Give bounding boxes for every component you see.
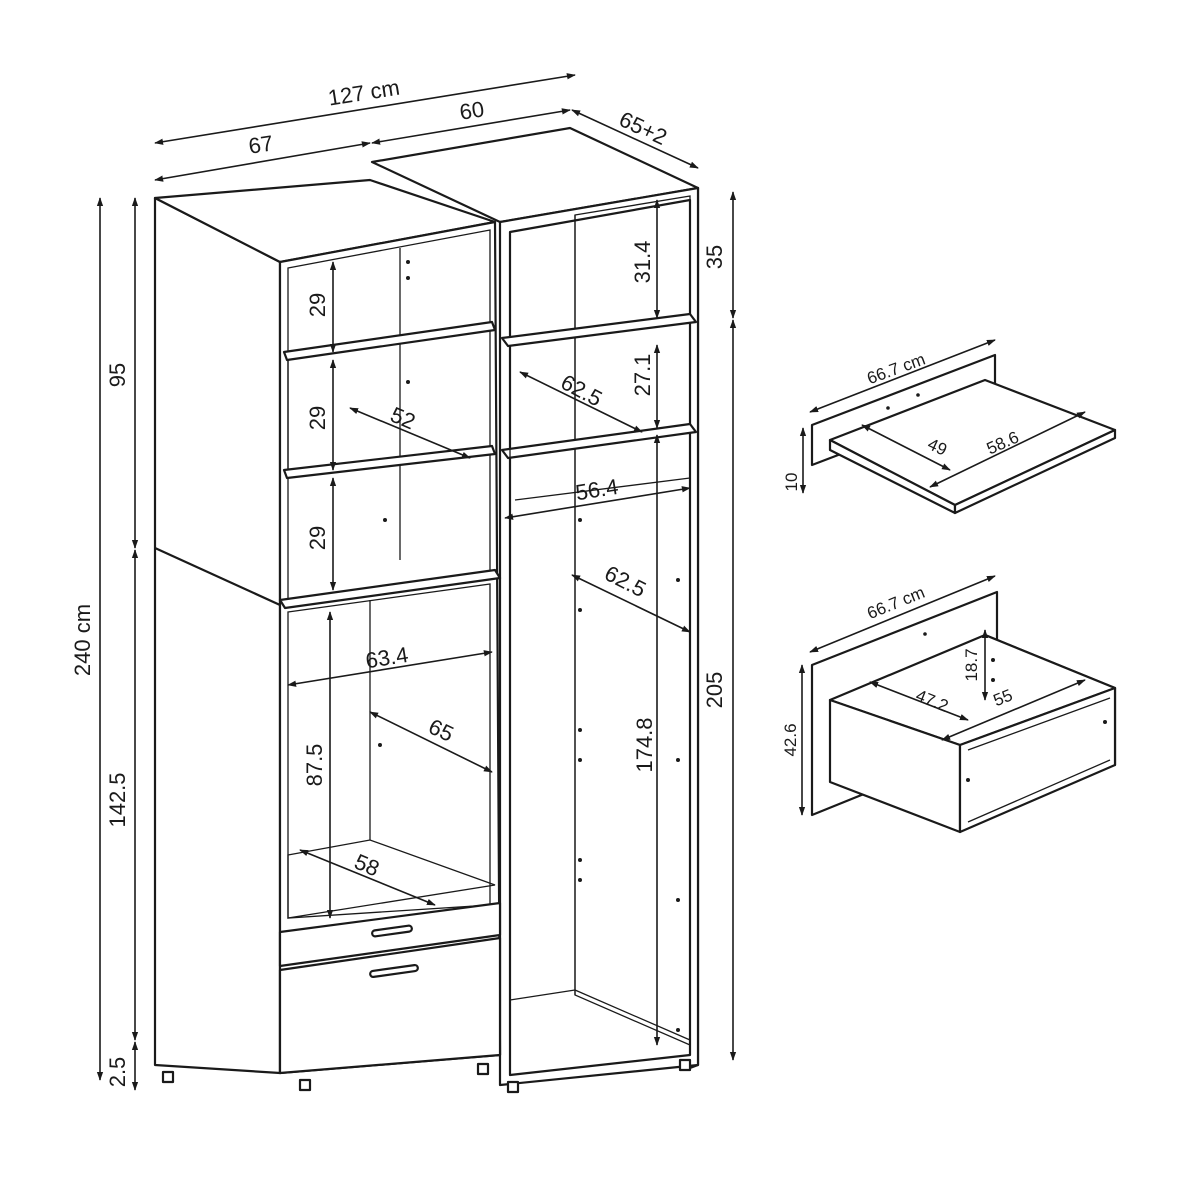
- foot-4: [506, 1080, 520, 1094]
- label-right-lower-height: 174.8: [632, 717, 657, 772]
- left-shelf-1: [282, 320, 497, 362]
- left-floor: [287, 839, 496, 919]
- wardrobe-drawing: [153, 126, 700, 1094]
- foot-3: [476, 1062, 490, 1076]
- shelf-detail: 66.7 cm 49 58.6 10: [782, 339, 1117, 515]
- drawer-bottom-handle[interactable]: [369, 963, 419, 979]
- right-inner-floor: [509, 989, 576, 1001]
- foot-1: [161, 1070, 175, 1084]
- label-right-top: 35: [702, 245, 727, 269]
- label-width-right: 60: [458, 96, 486, 125]
- label-left-shelf-2: 29: [305, 406, 330, 430]
- label-width-left: 67: [247, 130, 275, 159]
- wardrobe-labels: 127 cm 67 60 65+2 240 cm 95 142.5 2.5 35…: [70, 75, 727, 1088]
- foot-5: [678, 1058, 692, 1072]
- drawer-detail: 66.7 cm 18.7 47.2 55 42.6: [781, 575, 1117, 834]
- label-shelf-thickness: 10: [782, 473, 801, 492]
- label-height-base: 2.5: [105, 1057, 130, 1088]
- label-right-top-height: 31.4: [630, 241, 655, 284]
- label-height-upper: 95: [105, 363, 130, 387]
- right-shelf-mid: [500, 422, 698, 460]
- label-drawer-front-height: 42.6: [781, 723, 800, 756]
- label-height-total: 240 cm: [70, 604, 95, 676]
- left-cabinet-side: [153, 196, 282, 1075]
- label-shelf-width: 66.7 cm: [864, 350, 927, 389]
- label-left-shelf-3: 29: [305, 526, 330, 550]
- label-right-main: 205: [702, 672, 727, 709]
- drawer-top-handle[interactable]: [371, 924, 413, 938]
- label-drawer-inner-height: 18.7: [962, 648, 981, 681]
- left-divider-shelf: [278, 568, 502, 610]
- label-left-inner-height: 87.5: [302, 744, 327, 787]
- label-left-shelf-1: 29: [305, 293, 330, 317]
- drawer-bottom: [278, 936, 502, 1075]
- right-shelf-top: [500, 312, 698, 348]
- label-height-lower: 142.5: [105, 772, 130, 827]
- foot-2: [298, 1078, 312, 1092]
- wardrobe-dimension-lines: [96, 73, 737, 1091]
- label-right-mid-height: 27.1: [630, 354, 655, 397]
- shelf-board: [828, 378, 1117, 507]
